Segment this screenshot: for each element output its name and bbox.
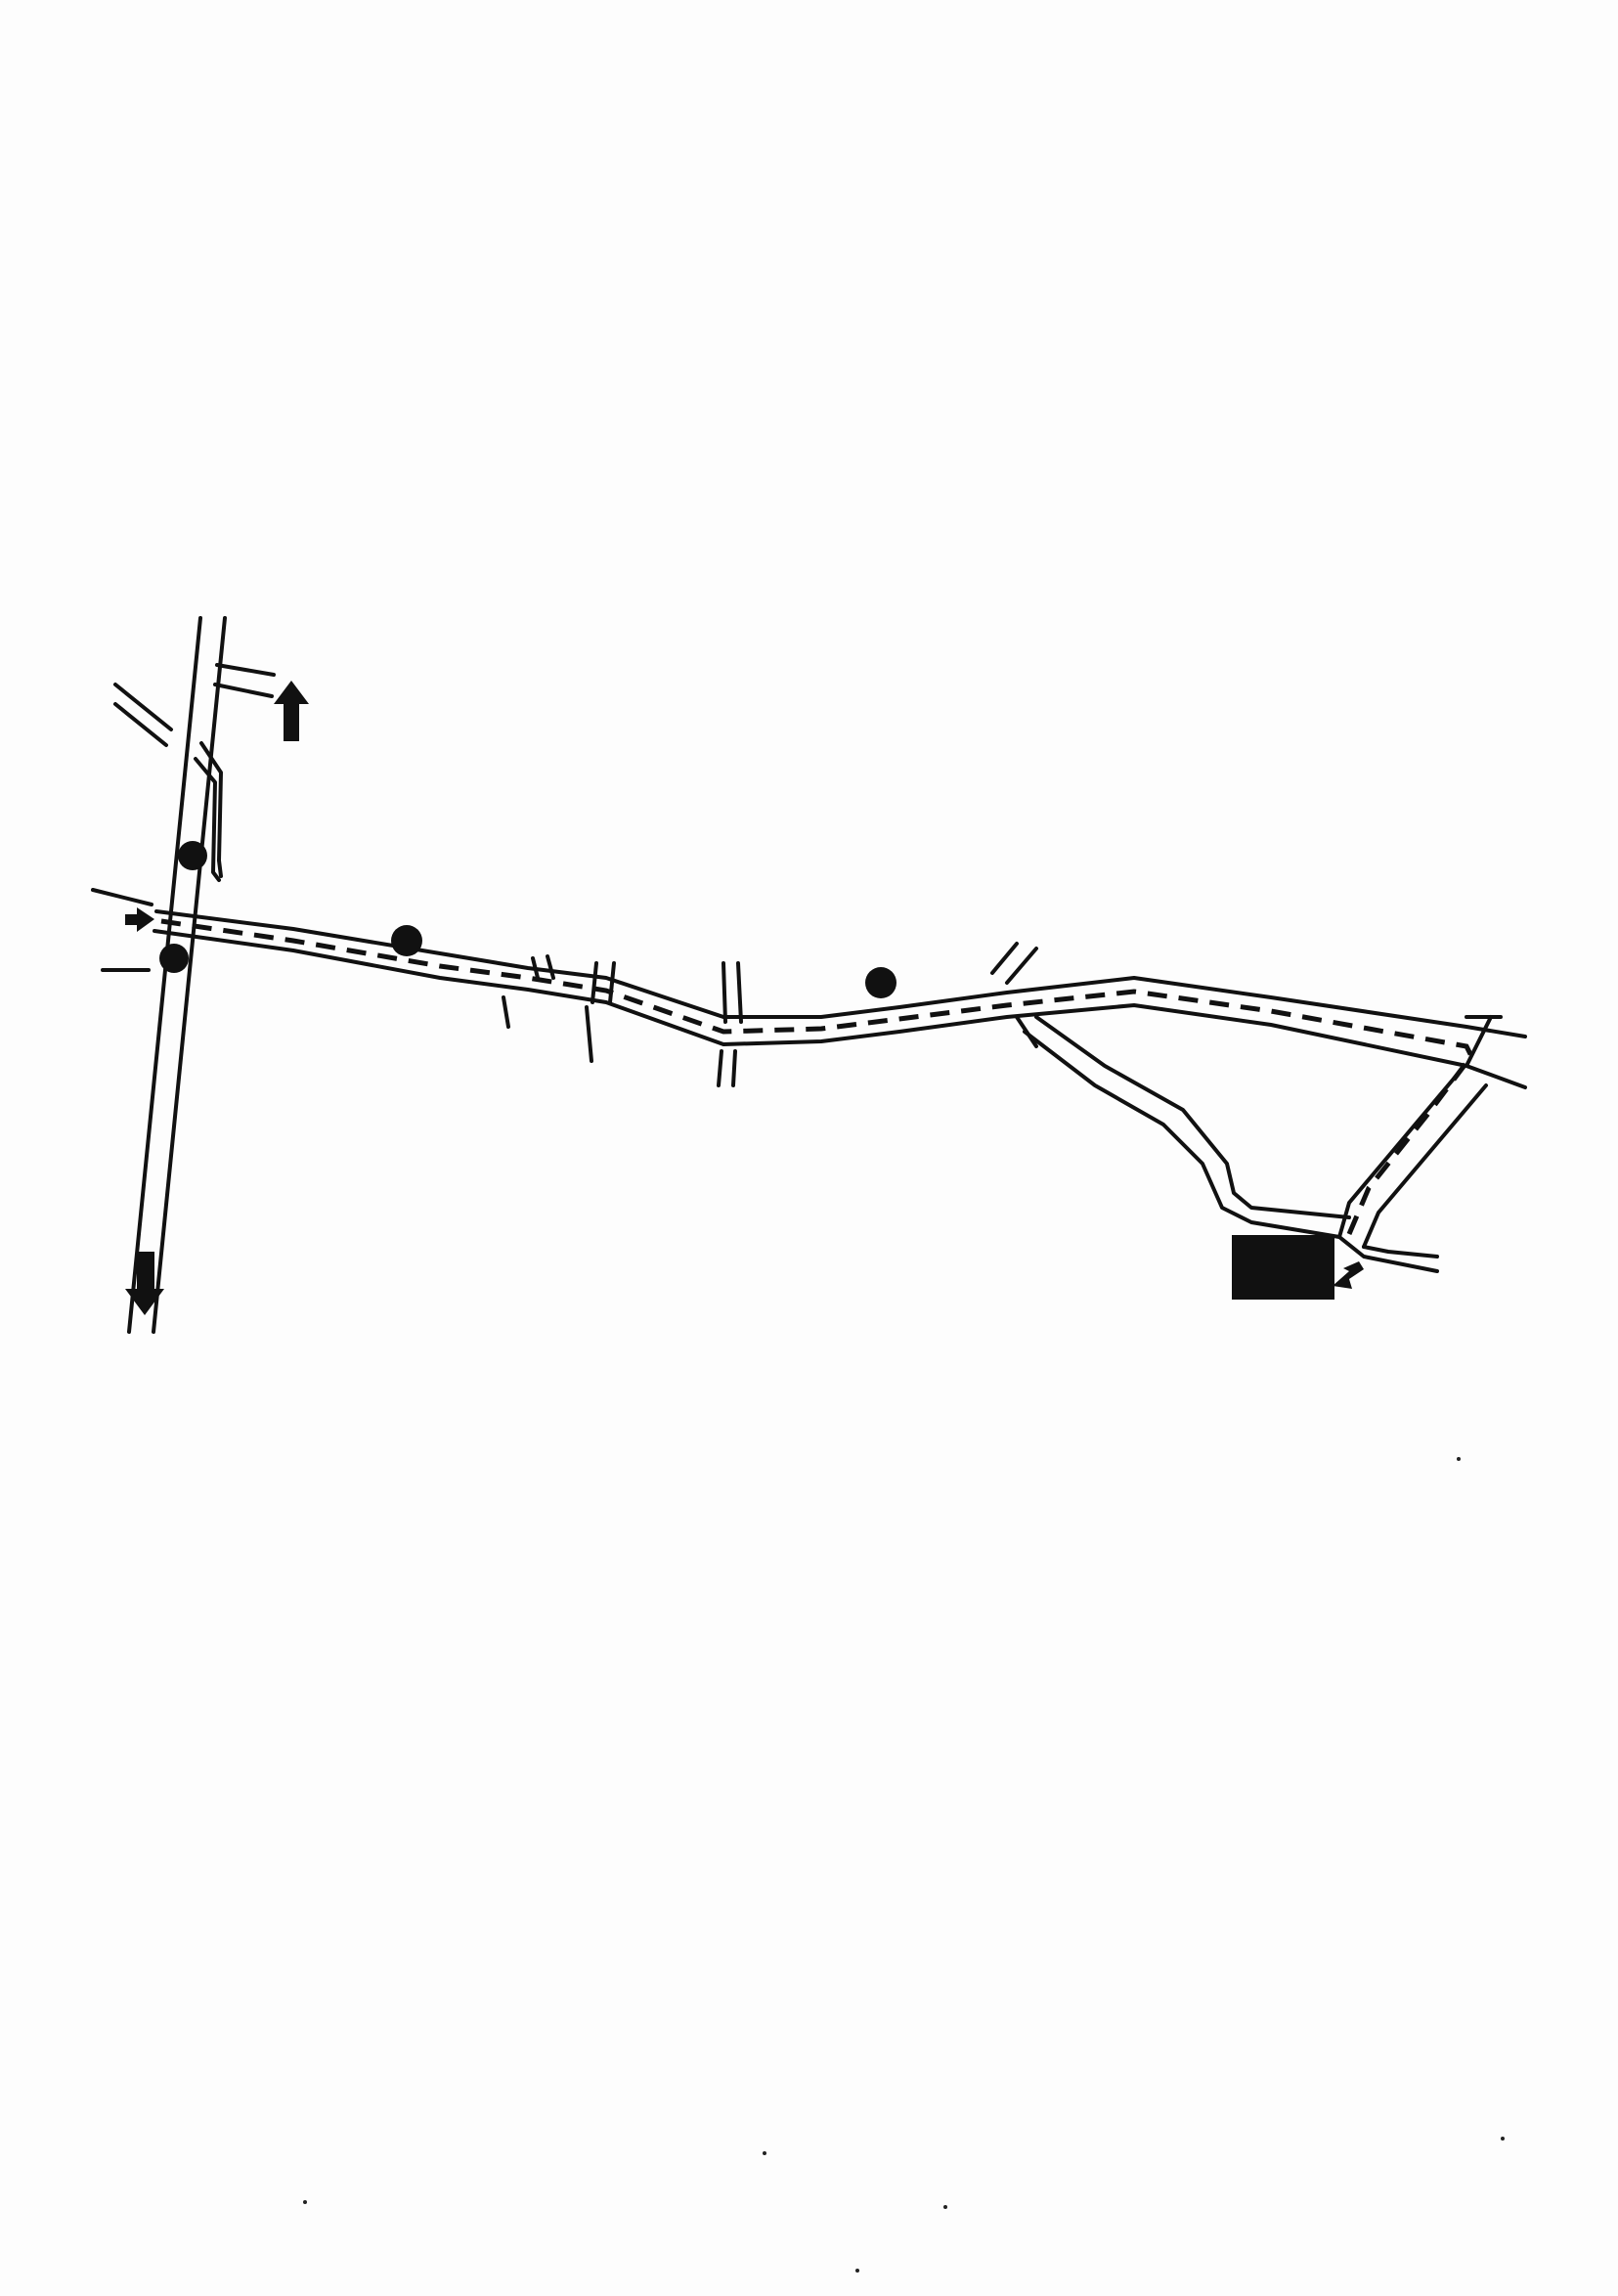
highway-road bbox=[91, 616, 1527, 1334]
scan-speck bbox=[855, 2269, 859, 2273]
building-block-icon bbox=[1232, 1235, 1334, 1300]
landmark-dot-icon bbox=[159, 944, 189, 973]
scan-speck bbox=[303, 2200, 307, 2204]
pointer-arrow-icon bbox=[125, 907, 154, 932]
scan-speck bbox=[1457, 1457, 1461, 1461]
landmark-dot-icon bbox=[391, 925, 422, 956]
arrow-down-icon bbox=[125, 1252, 164, 1315]
arrow-up-icon bbox=[274, 681, 309, 741]
scan-speck bbox=[763, 2151, 766, 2155]
landmark-dot-icon bbox=[178, 841, 207, 870]
landmark-dot-icon bbox=[865, 967, 896, 998]
scan-speck bbox=[1501, 2137, 1505, 2141]
pointer-arrow-icon bbox=[1333, 1261, 1364, 1289]
route-path bbox=[160, 918, 1474, 1235]
scan-speck bbox=[943, 2205, 947, 2209]
